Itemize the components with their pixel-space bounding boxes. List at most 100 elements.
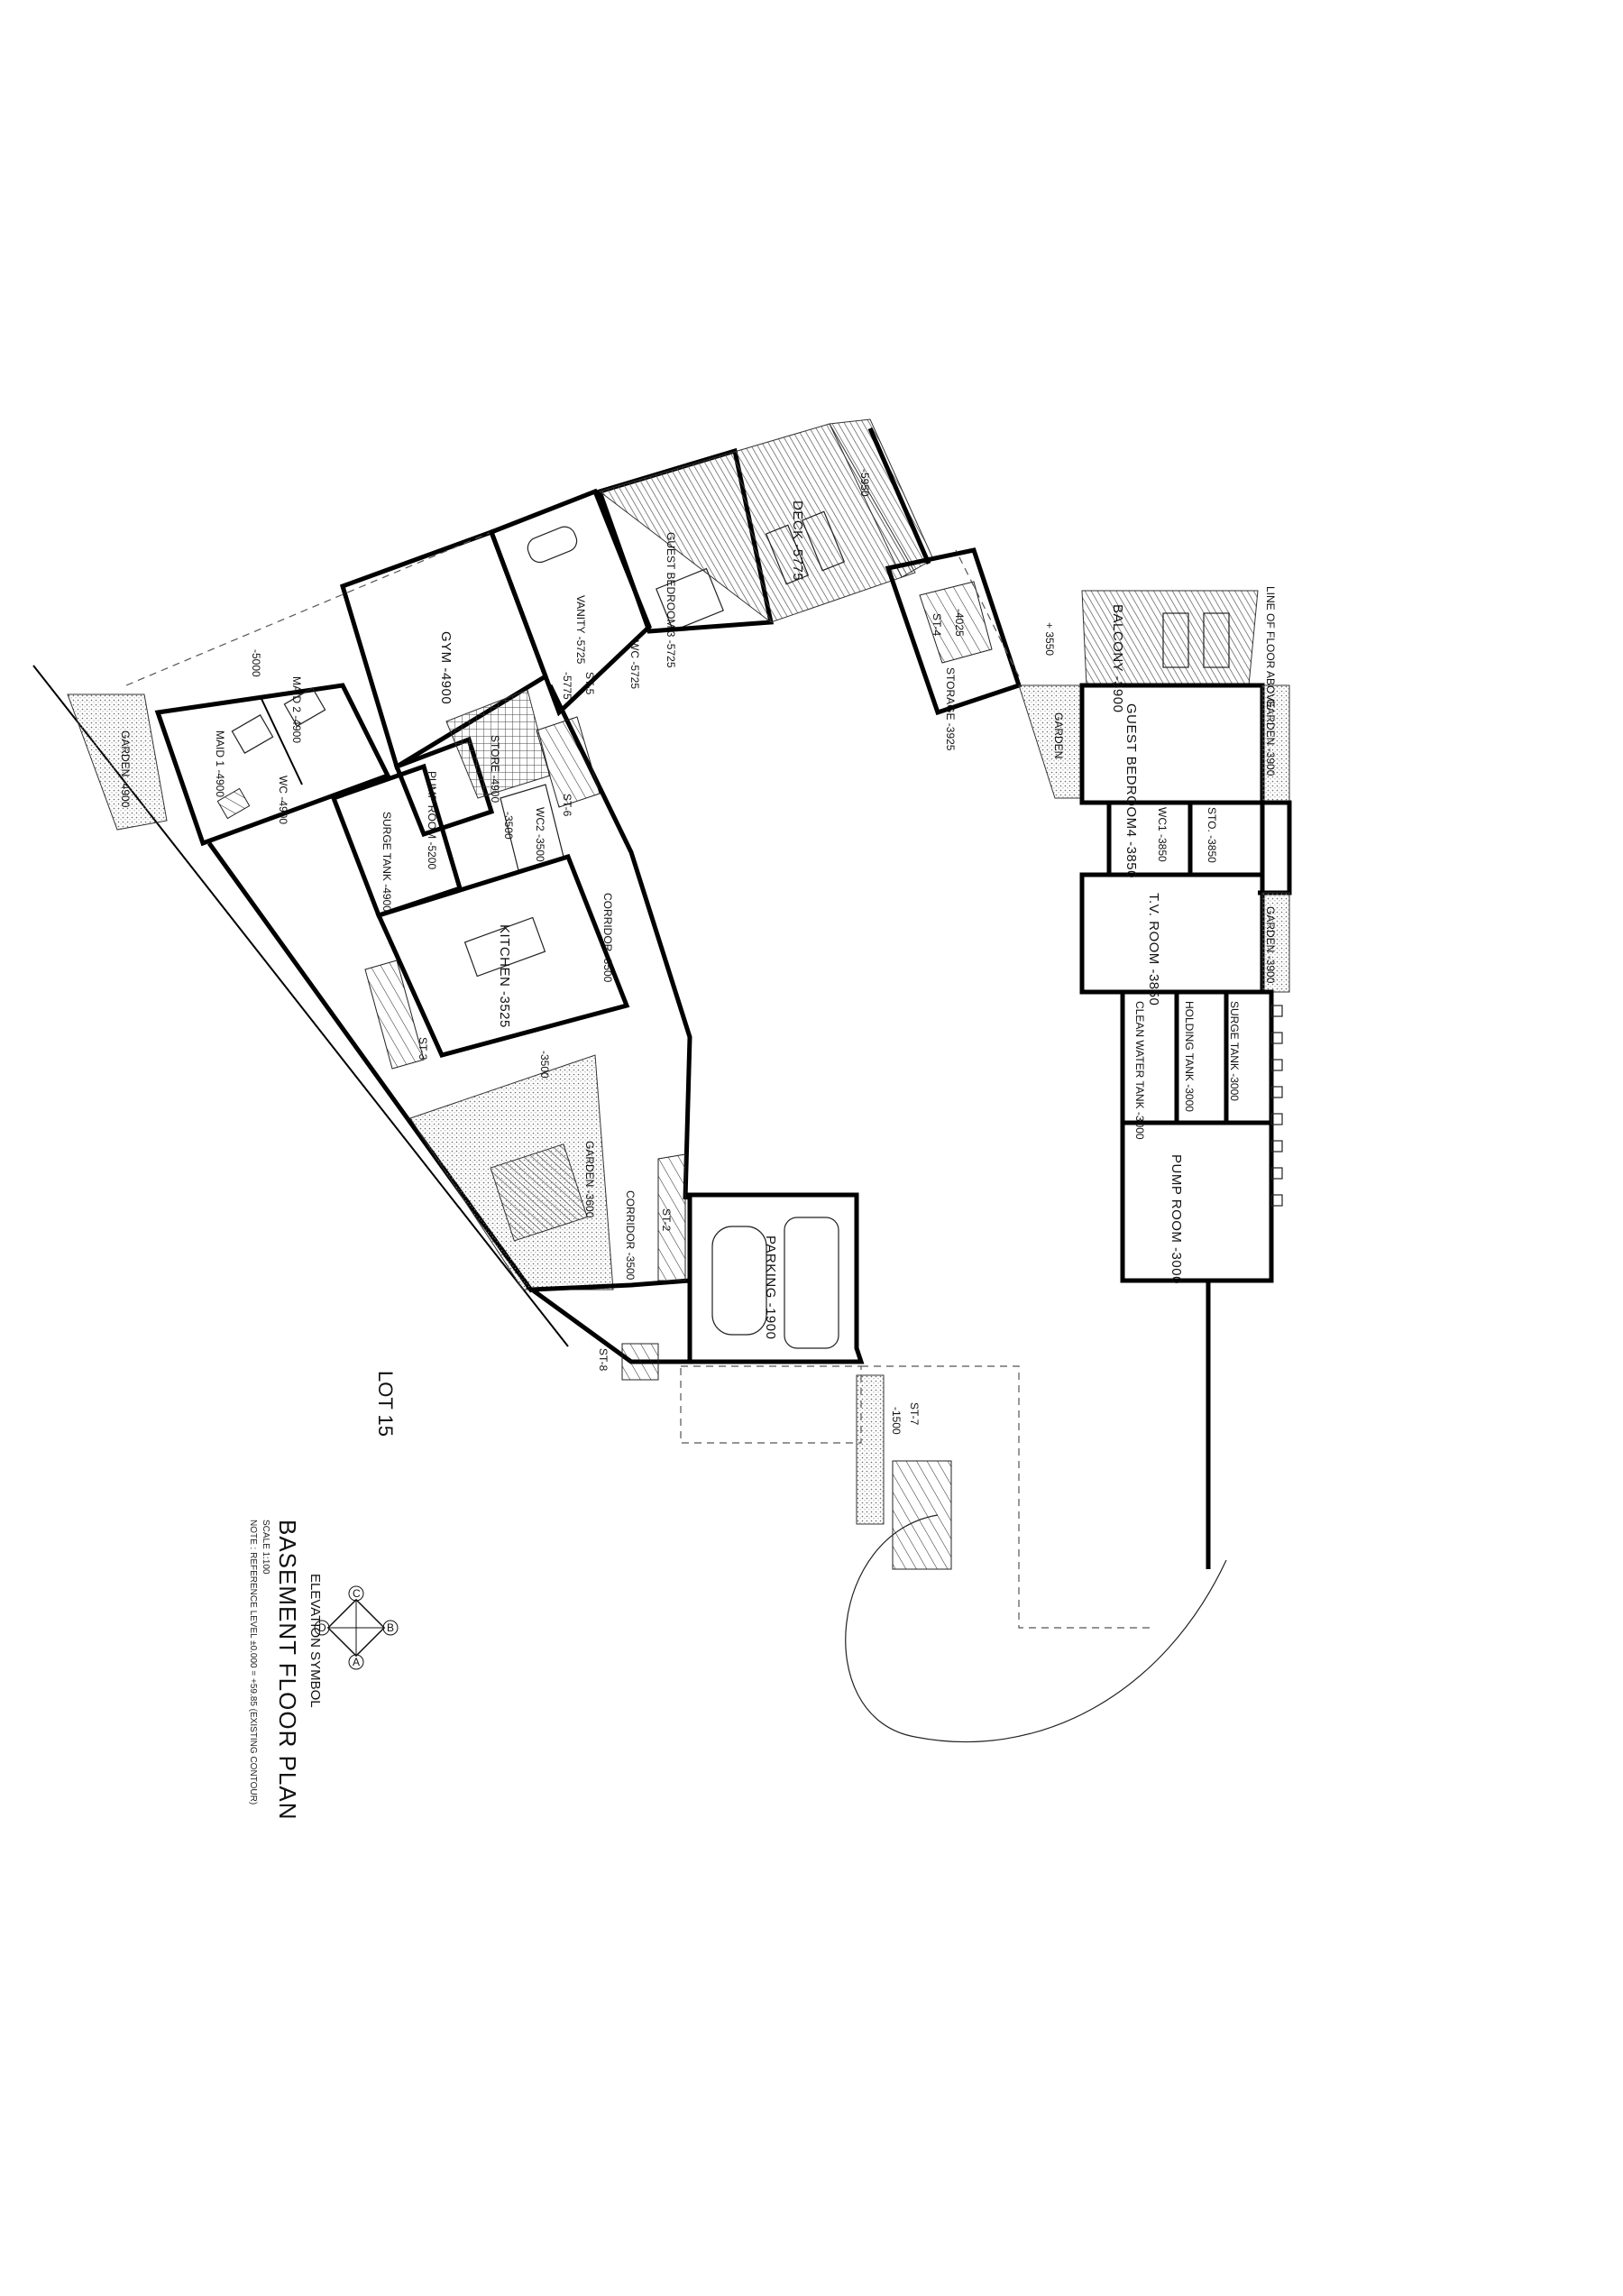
deck xyxy=(598,423,916,623)
label-st7-level: -1500 xyxy=(890,1407,903,1435)
label-garden-e2: GARDEN -3900 xyxy=(1264,699,1277,776)
wc1 xyxy=(1106,800,1193,877)
deck-lounger-1 xyxy=(765,524,810,585)
maid1-bed xyxy=(231,714,274,754)
label-wc-guest: WC -5725 xyxy=(628,640,641,689)
label-surge-tank-e: SURGE TANK -3000 xyxy=(1228,1001,1241,1101)
maid-partition xyxy=(261,698,303,785)
label-corridor-n: CORRIDOR -3500 xyxy=(601,893,614,983)
upper-outline xyxy=(861,1365,1150,1629)
label-gym-level: -5000 xyxy=(250,649,262,677)
label-gym: GYM -4900 xyxy=(438,631,454,704)
label-st2: ST-2 xyxy=(660,1208,673,1232)
label-surge-tank-w: SURGE TANK -4900 xyxy=(381,812,393,912)
clean-water-tank xyxy=(1120,989,1179,1125)
label-deck-edge: -5950 xyxy=(858,469,871,497)
deck-rail xyxy=(867,427,931,565)
gym-overhang xyxy=(125,531,492,686)
parking xyxy=(687,1192,865,1364)
drawing-note: NOTE : REFERENCE LEVEL ±0.000 = +59.85 (… xyxy=(248,1520,258,1805)
garden-northwest xyxy=(67,693,168,831)
elevation-letter-d: D xyxy=(318,1621,326,1634)
garden-east-1 xyxy=(1018,684,1083,799)
label-holding-tank: HOLDING TANK -3000 xyxy=(1183,1001,1196,1112)
label-garden-s: GARDEN -3600 xyxy=(583,1141,596,1218)
balcony-lounger-2 xyxy=(1203,612,1230,668)
label-kitchen-level: -3500 xyxy=(538,1051,551,1079)
label-wc2-level: -3500 xyxy=(502,812,515,840)
tv-room xyxy=(1079,872,1265,995)
maid-block xyxy=(154,683,391,847)
label-maid2: MAID 2 -4900 xyxy=(290,676,303,743)
label-balcony-level: + 3550 xyxy=(1043,622,1056,656)
label-st4-level: -4025 xyxy=(953,609,966,637)
east-planters xyxy=(1270,1005,1283,1207)
label-line-of-floor: LINE OF FLOOR ABOVE xyxy=(1264,586,1277,708)
st7-landing xyxy=(856,1374,885,1525)
stair-st7 xyxy=(892,1460,952,1570)
label-wc2: WC2 -3500 xyxy=(534,807,546,862)
car-2 xyxy=(784,1217,839,1349)
label-deck: DECK -5775 xyxy=(790,501,805,581)
label-vanity: VANITY -5725 xyxy=(574,595,587,665)
room-labels-east: ST-4 -4025 STORAGE -3925 GARDEN BALCONY … xyxy=(931,586,1277,1284)
stair-st2 xyxy=(657,1153,686,1281)
garden-planter xyxy=(490,1143,588,1242)
label-corridor-s: CORRIDOR -3500 xyxy=(624,1190,637,1281)
label-guest-bedroom-4: GUEST BEDROOM4 -3850 xyxy=(1123,703,1139,878)
east-wing xyxy=(885,547,1292,1283)
curved-driveway xyxy=(845,1514,1227,1743)
kitchen xyxy=(375,853,630,1058)
label-st5-level: -5775 xyxy=(561,672,573,700)
label-pump-room-e: PUMP ROOM -3000 xyxy=(1169,1154,1184,1284)
parking-lower-outline xyxy=(680,1365,862,1444)
lot-label: LOT 15 xyxy=(374,1371,397,1437)
elevation-letter-b: B xyxy=(387,1621,394,1634)
label-store: STORE -4900 xyxy=(489,735,501,803)
garden-east-3 xyxy=(1261,892,1290,993)
elevation-symbol-label: ELEVATION SYMBOL xyxy=(307,1574,323,1708)
maid-wardrobe xyxy=(216,787,251,820)
stair-st7-block xyxy=(845,1281,1227,1743)
stair-st3 xyxy=(364,960,425,1070)
label-st3: ST-3 xyxy=(417,1037,429,1061)
label-kitchen: KITCHEN -3525 xyxy=(497,924,512,1028)
maid2-bed xyxy=(283,687,326,727)
stair-st8 xyxy=(621,1343,659,1381)
label-st7: ST-7 xyxy=(908,1402,921,1426)
elevation-symbol: C B A D xyxy=(314,1585,399,1670)
balcony-lounger-1 xyxy=(1162,612,1189,668)
label-guest-bedroom-3: GUEST BEDROOM 3 -5725 xyxy=(665,532,677,668)
stair-st6 xyxy=(536,716,601,808)
label-parking: PARKING -1900 xyxy=(763,1235,778,1339)
drawing-title: BASEMENT FLOOR PLAN xyxy=(274,1520,301,1821)
corridor-south xyxy=(525,1278,692,1364)
kitchen-island xyxy=(463,916,546,978)
drawing-scale: SCALE 1:100 xyxy=(261,1520,270,1575)
elevation-letter-c: C xyxy=(353,1587,361,1600)
label-st5: ST-5 xyxy=(583,672,596,695)
label-wc-maid: WC -4900 xyxy=(277,776,289,824)
car-1 xyxy=(711,1226,767,1336)
stair-st4 xyxy=(919,581,993,664)
label-clean-water-tank: CLEAN WATER TANK -3000 xyxy=(1133,1001,1146,1140)
label-sto: STO. -3850 xyxy=(1206,807,1218,863)
guest-bedroom-4 xyxy=(1079,683,1265,805)
label-garden-e1: GARDEN xyxy=(1052,712,1065,758)
east-overhang xyxy=(955,549,1020,677)
label-storage: STORAGE -3925 xyxy=(944,667,957,751)
label-garden-nw: GARDEN -4900 xyxy=(119,730,132,808)
bathtub xyxy=(527,526,578,564)
room-labels-west: GARDEN -4900 MAID 1 -4900 MAID 2 -4900 W… xyxy=(119,469,921,1435)
pump-room-east xyxy=(1120,1120,1274,1283)
label-st4: ST-4 xyxy=(931,613,943,637)
guest-bed-3 xyxy=(656,567,724,632)
west-wing xyxy=(32,418,934,1381)
sto xyxy=(1187,800,1265,877)
deck-lounger-2 xyxy=(801,510,846,572)
pump-room-west xyxy=(393,736,495,838)
label-tv-room: T.V. ROOM -3850 xyxy=(1146,893,1161,1006)
elevation-letter-a: A xyxy=(353,1656,360,1668)
label-balcony: BALCONY -3900 xyxy=(1110,604,1125,712)
